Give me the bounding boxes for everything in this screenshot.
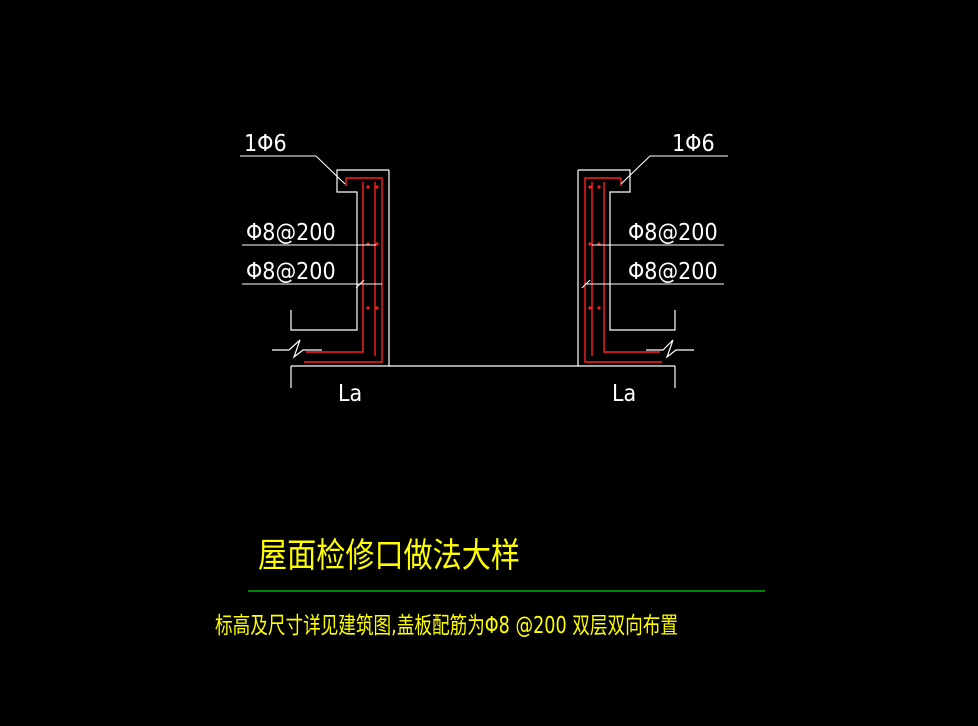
left-rebar-lower-label: Φ8@200 <box>246 259 336 285</box>
drawing-note: 标高及尺寸详见建筑图,盖板配筋为Φ8 @200 双层双向布置 <box>215 613 678 639</box>
right-top-bar-label: 1Φ6 <box>672 131 715 157</box>
left-rebar <box>304 177 383 363</box>
left-rebar-upper-label: Φ8@200 <box>246 220 336 246</box>
left-curb-outline <box>290 169 389 331</box>
right-curb <box>577 169 694 388</box>
right-leaders <box>581 155 728 289</box>
right-rebar-lower-label: Φ8@200 <box>628 259 718 285</box>
left-top-bar-label: 1Φ6 <box>244 131 287 157</box>
right-rebar-dots <box>588 185 601 310</box>
left-1phi6-leader <box>240 155 346 185</box>
left-rebar-outer <box>304 177 383 363</box>
right-lower-leader-tick <box>581 279 591 289</box>
left-anchorage-label: La <box>338 381 362 407</box>
right-rebar <box>584 177 662 363</box>
right-break-symbol <box>646 339 694 359</box>
left-rebar-inner <box>306 182 364 353</box>
left-break-symbol <box>272 339 322 359</box>
right-rebar-outer <box>584 177 662 363</box>
left-curb <box>272 169 579 388</box>
right-anchorage-label: La <box>612 381 636 407</box>
drawing-title: 屋面检修口做法大样 <box>258 536 520 576</box>
right-1phi6-leader <box>620 155 728 185</box>
right-rebar-inner <box>603 182 660 353</box>
left-lower-leader-tick <box>355 279 365 289</box>
left-leaders <box>240 155 382 289</box>
right-curb-outline <box>578 169 676 331</box>
left-rebar-dots <box>366 185 379 310</box>
right-rebar-upper-label: Φ8@200 <box>628 220 718 246</box>
